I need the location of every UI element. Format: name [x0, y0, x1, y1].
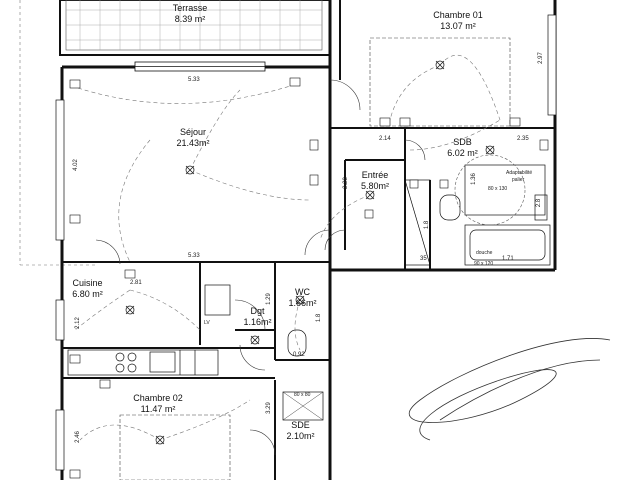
room-name-wc: WC — [295, 287, 310, 297]
sejour-window — [134, 61, 266, 72]
room-name-chambre01: Chambre 01 — [433, 10, 483, 20]
dim-sdb-left: 2.14 — [379, 136, 391, 142]
room-area-entree: 5.80m² — [360, 181, 389, 191]
dim-wc-left: 1.29 — [265, 293, 272, 305]
sejour-side-window — [55, 99, 65, 241]
room-name-chambre02: Chambre 02 — [133, 393, 183, 403]
room-label-terrasse: Terrasse 8.39 m² — [150, 3, 230, 25]
dim-entree-right: 1.8 — [424, 220, 431, 230]
electrical-links — [74, 55, 501, 441]
sdb-fixtures — [439, 164, 551, 266]
room-label-cuisine: Cuisine 6.80 m² — [60, 278, 115, 300]
chambre01-furniture — [369, 37, 511, 127]
dim-sde-left: 3.29 — [265, 402, 272, 414]
cuisine-window — [55, 299, 65, 341]
dim-cuisine-left: 2.12 — [74, 317, 81, 329]
dim-bath-length: 1.71 — [502, 256, 514, 262]
dim-sdb-right: 2.35 — [517, 136, 529, 142]
kitchen-counter — [67, 284, 231, 376]
dim-ch01-right: 2.97 — [537, 52, 544, 64]
room-name-entree: Entrée — [361, 170, 389, 180]
dim-entree-left: 2.28 — [342, 177, 349, 189]
dim-wc-right: 1.8 — [316, 313, 323, 323]
watermark-signature — [408, 338, 611, 441]
room-label-wc: WC 1.66m² — [275, 287, 330, 309]
dim-cuisine-top: 2.81 — [130, 280, 142, 286]
dim-sdb-side-a: 1.36 — [470, 173, 477, 185]
chambre02-bed — [119, 414, 231, 480]
room-label-sde: SDE 2.10m² — [278, 420, 323, 442]
chambre01-window — [547, 14, 557, 116]
room-label-dgt: Dgt 1.16m² — [235, 306, 280, 328]
room-area-sejour: 21.43m² — [176, 138, 210, 148]
room-area-cuisine: 6.80 m² — [72, 289, 103, 299]
dim-ch02-left: 2.46 — [74, 431, 81, 443]
room-area-chambre01: 13.07 m² — [440, 21, 476, 31]
room-name-sde: SDE — [291, 420, 310, 430]
room-name-sejour: Séjour — [179, 127, 206, 137]
room-area-dgt: 1.16m² — [243, 317, 272, 327]
light-points — [125, 60, 495, 445]
wc-toilet — [287, 329, 307, 357]
door-swings — [95, 79, 426, 456]
dim-entree-bottom-b: 35 — [420, 256, 427, 262]
room-name-terrasse: Terrasse — [172, 3, 208, 13]
room-name-dgt: Dgt — [250, 306, 265, 316]
room-name-cuisine: Cuisine — [72, 278, 103, 288]
room-label-sdb: SDB 6.02 m² — [425, 137, 500, 159]
exterior-dashed-outline — [19, 0, 95, 266]
annotation-douche: douche — [476, 250, 493, 256]
dim-sejour-left: 4.02 — [72, 159, 79, 171]
room-label-entree: Entrée 5.80m² — [345, 170, 405, 192]
annotation-lv: LV — [204, 320, 210, 326]
room-area-chambre02: 11.47 m² — [140, 404, 176, 414]
chambre02-window — [55, 409, 65, 471]
room-area-sdb: 6.02 m² — [447, 148, 478, 158]
outlets — [69, 77, 549, 479]
dim-sejour-bottom: 5.33 — [188, 253, 200, 259]
room-name-sdb: SDB — [453, 137, 472, 147]
annotation-adaptabilite: Adaptabilité — [506, 170, 533, 176]
annotation-adapt-sub: palier — [512, 177, 525, 183]
annotation-shower-sde: 80 x 80 — [294, 392, 311, 398]
annotation-shower-sdb: 80 x 130 — [488, 186, 508, 192]
room-area-wc: 1.66m² — [288, 298, 317, 308]
dim-sejour-top: 5.33 — [188, 77, 200, 83]
room-label-sejour: Séjour 21.43m² — [153, 127, 233, 149]
room-label-chambre02: Chambre 02 11.47 m² — [118, 393, 198, 415]
dim-wc-bottom: 0.92 — [293, 352, 305, 358]
dim-sdb-side-b: 2.8 — [536, 198, 543, 208]
annotation-douche-size: 90 x 120 — [474, 261, 494, 267]
room-area-terrasse: 8.39 m² — [174, 14, 206, 24]
room-label-chambre01: Chambre 01 13.07 m² — [418, 10, 498, 32]
room-area-sde: 2.10m² — [286, 431, 315, 441]
sde-shower — [282, 391, 324, 421]
adaptability-circle — [454, 154, 526, 226]
